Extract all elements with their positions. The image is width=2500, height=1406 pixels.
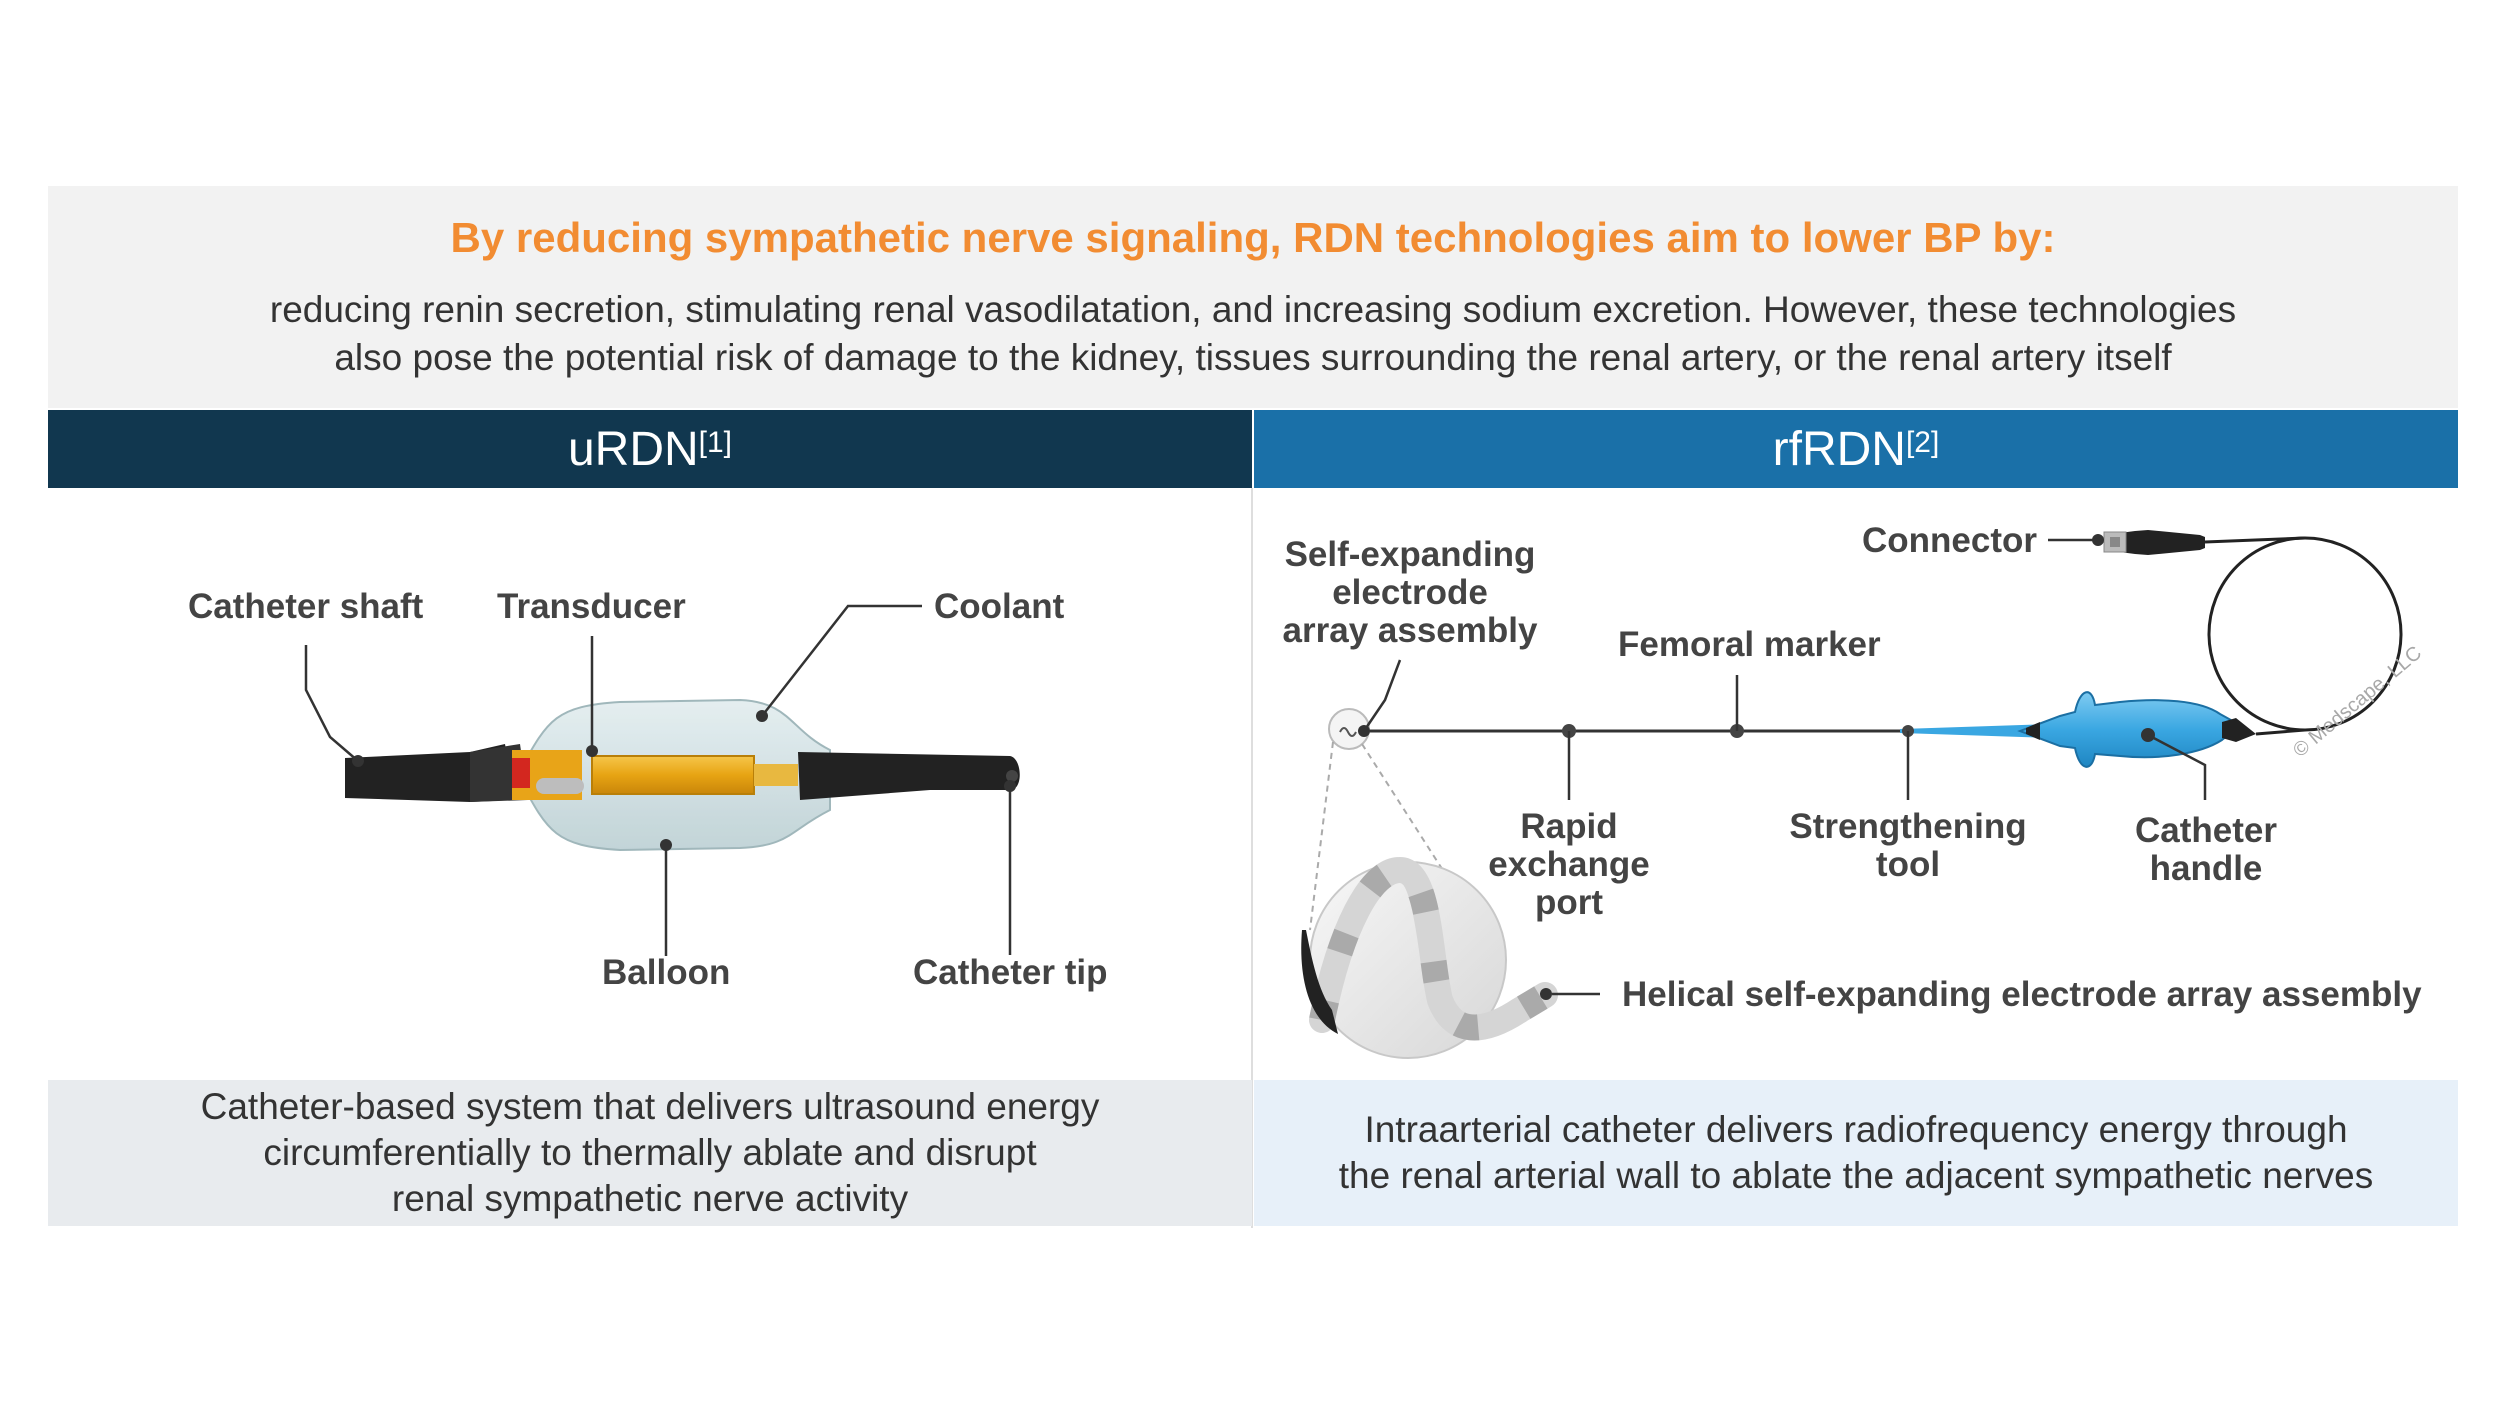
watermark: © Medscape, LLC — [2289, 642, 2426, 762]
label-catheter-handle-2: handle — [2150, 849, 2263, 888]
label-self-expanding-1: Self-expanding — [1285, 535, 1536, 574]
label-femoral-marker: Femoral marker — [1618, 625, 1881, 664]
panel-divider — [1251, 488, 1253, 1228]
label-rapid-exchange-1: Rapid — [1520, 807, 1617, 846]
label-rapid-exchange-2: exchange — [1488, 845, 1649, 884]
urdn-ref: [1] — [698, 426, 733, 459]
urdn-title: uRDN — [567, 422, 699, 476]
label-self-expanding-3: array assembly — [1283, 611, 1538, 650]
label-transducer: Transducer — [497, 587, 686, 626]
label-strengthening-2: tool — [1876, 845, 1940, 884]
urdn-catheter-illustration — [304, 604, 1020, 956]
label-balloon: Balloon — [602, 953, 730, 992]
catheter-handle — [2017, 691, 2242, 768]
summary-box: By reducing sympathetic nerve signaling,… — [48, 186, 2458, 408]
label-catheter-tip: Catheter tip — [913, 953, 1107, 992]
rfrdn-title: rfRDN — [1772, 422, 1906, 476]
urdn-header: uRDN[1] — [48, 410, 1252, 488]
urdn-description-box: Catheter-based system that delivers ultr… — [48, 1080, 1252, 1226]
label-connector: Connector — [1862, 521, 2037, 560]
catheter-tip-point — [1006, 770, 1018, 782]
catheter-distal — [798, 752, 1020, 800]
label-strengthening-1: Strengthening — [1789, 807, 2026, 846]
rfrdn-catheter-illustration — [1301, 530, 2403, 1059]
rfrdn-description-box: Intraarterial catheter delivers radiofre… — [1254, 1080, 2458, 1226]
electrode-tip — [1301, 930, 1338, 1034]
transducer — [591, 755, 755, 795]
label-helical-assembly: Helical self-expanding electrode array a… — [1622, 975, 2422, 1014]
rfrdn-description: Intraarterial catheter delivers radiofre… — [1338, 1109, 2374, 1196]
connector — [2112, 530, 2205, 555]
urdn-description: Catheter-based system that delivers ultr… — [200, 1086, 1100, 1219]
rfrdn-ref: [2] — [1905, 426, 1940, 459]
headline: By reducing sympathetic nerve signaling,… — [450, 214, 2056, 261]
label-self-expanding-2: electrode — [1332, 573, 1488, 612]
label-catheter-shaft: Catheter shaft — [188, 587, 424, 626]
label-coolant: Coolant — [934, 587, 1065, 626]
summary-text: reducing renin secretion, stimulating re… — [269, 289, 2237, 378]
rfrdn-header: rfRDN[2] — [1254, 410, 2458, 488]
label-rapid-exchange-3: port — [1535, 883, 1603, 922]
label-catheter-handle-1: Catheter — [2135, 811, 2277, 850]
